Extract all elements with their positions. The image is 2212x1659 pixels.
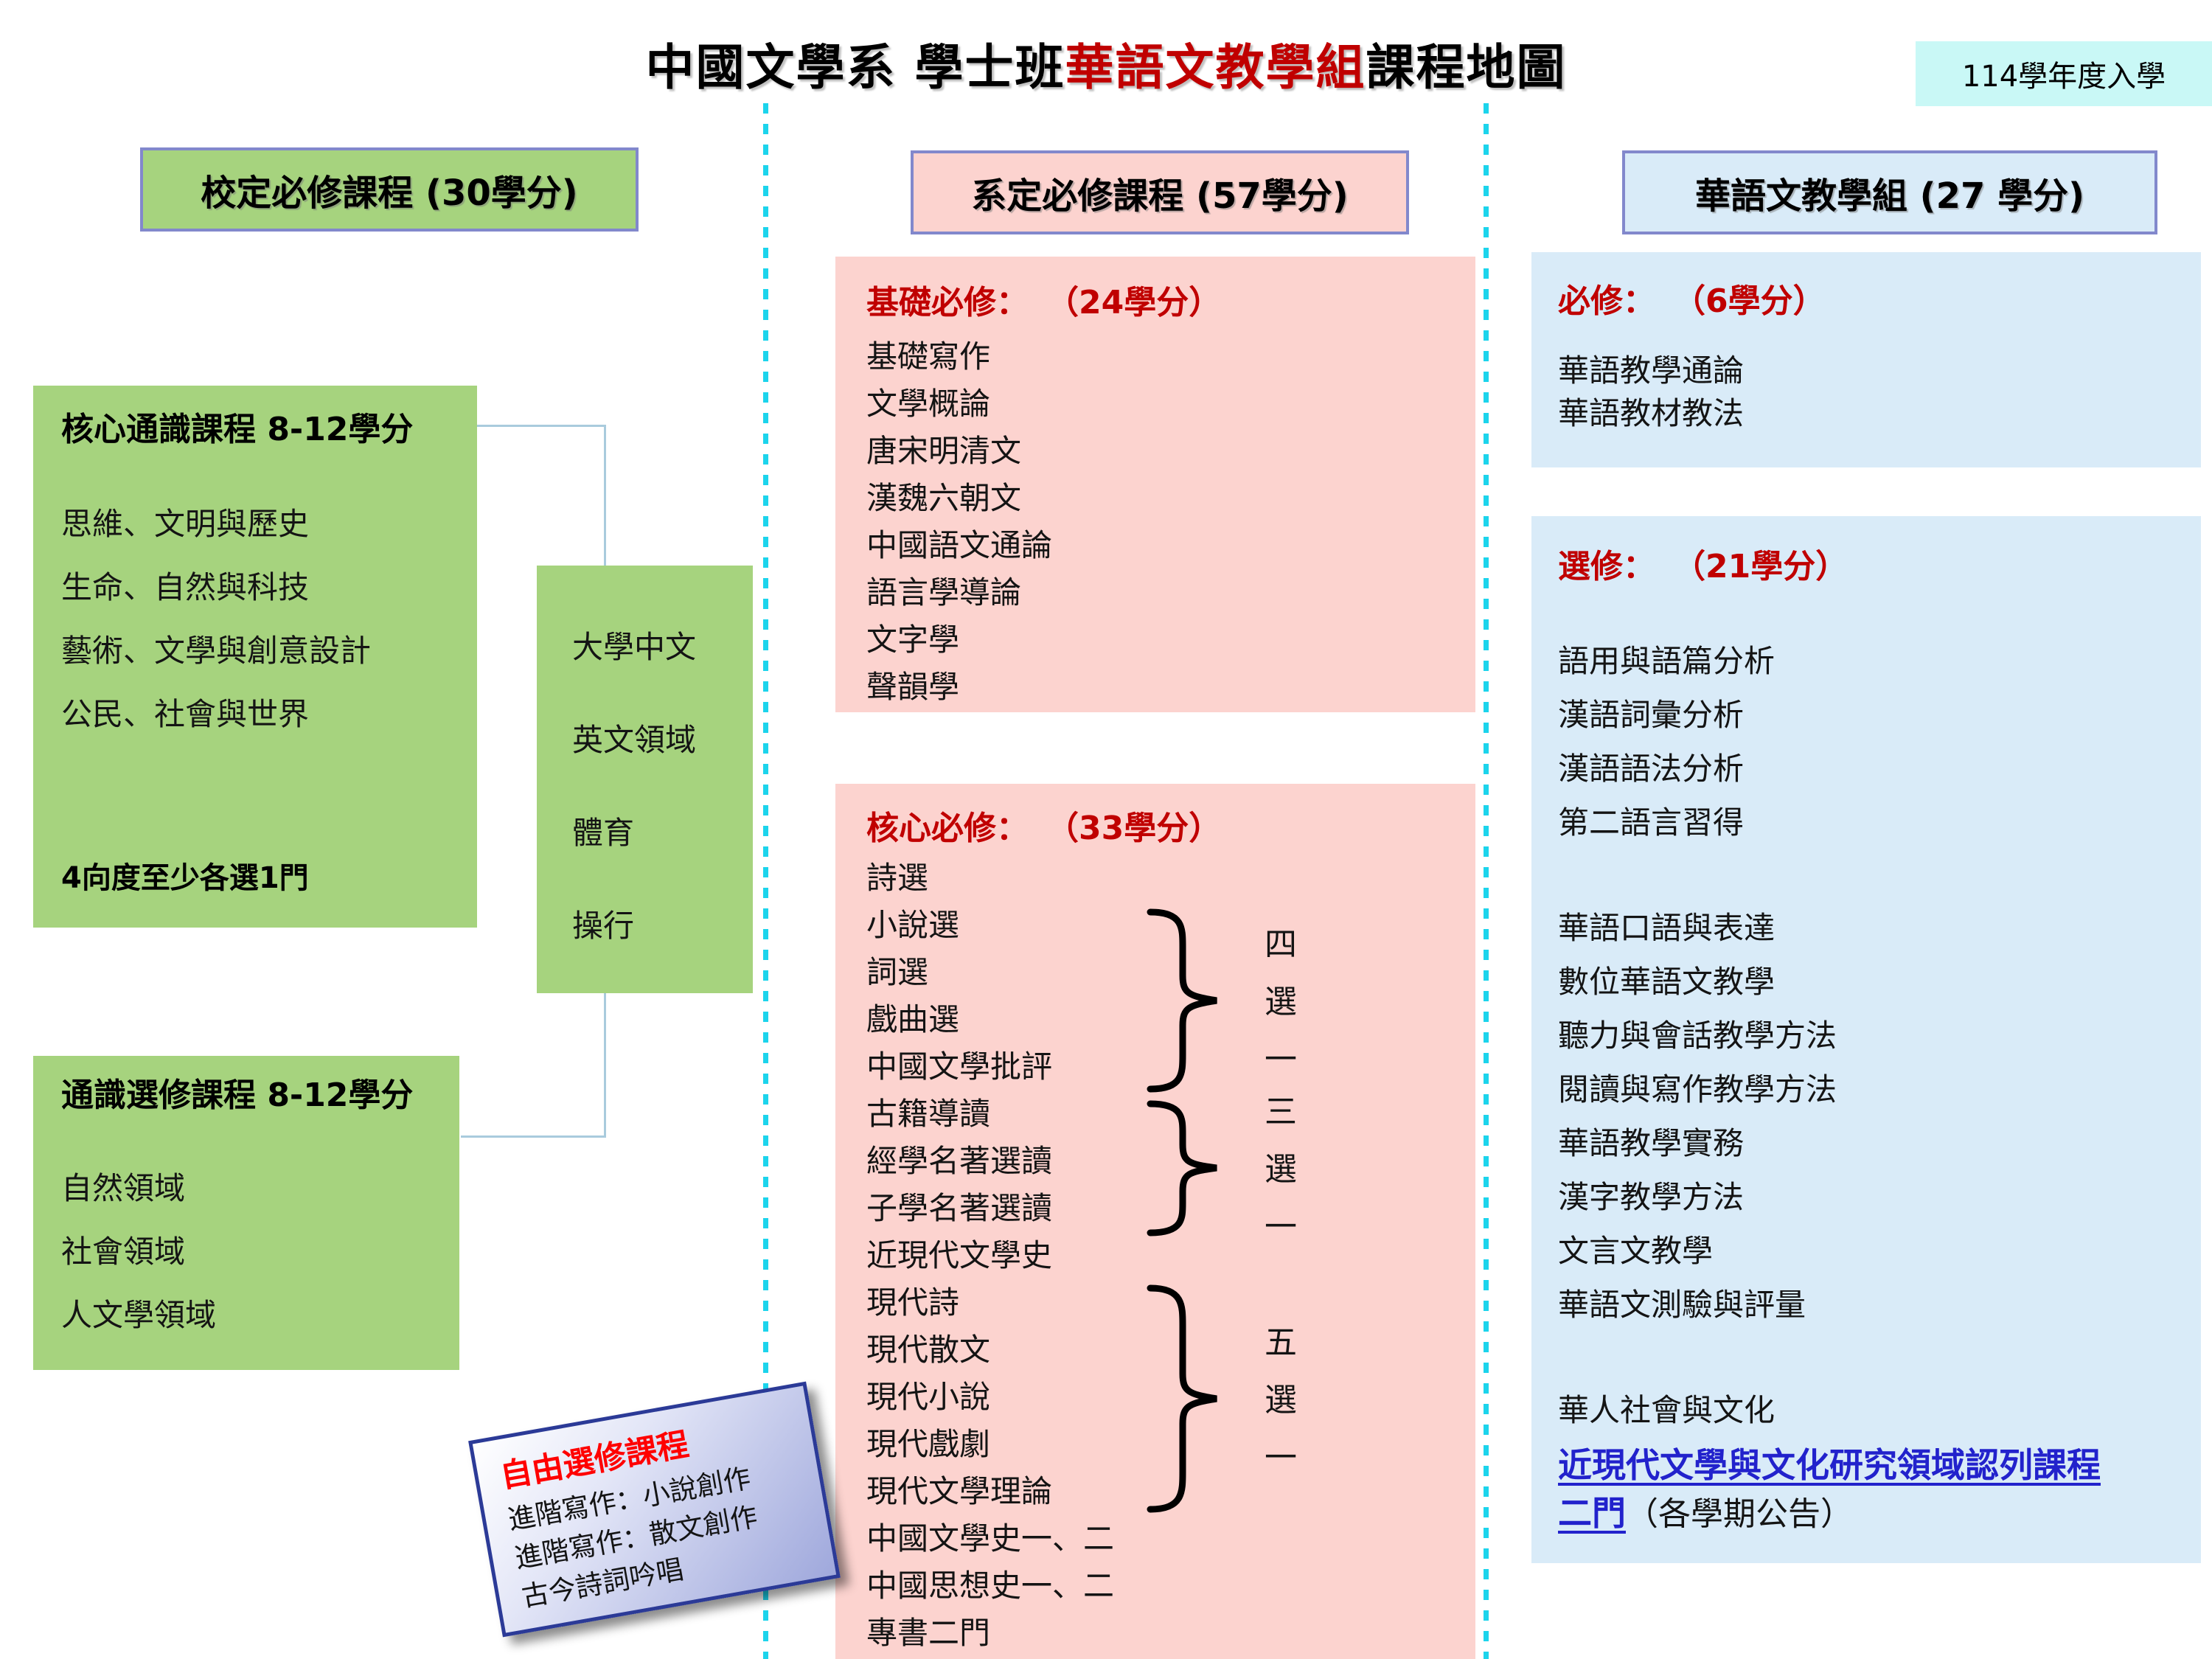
course-item: 子學名著選讀: [866, 1190, 1053, 1226]
brace-label: 四選一: [1259, 927, 1296, 1099]
column-divider-left: [763, 103, 768, 1659]
course-item: 藝術、文學與創意設計: [61, 633, 372, 669]
brace-choose-1-of-3: [1144, 1100, 1225, 1237]
course-item: 聲韻學: [866, 669, 960, 705]
course-item: 漢魏六朝文: [866, 480, 1022, 516]
course-item: 第二語言習得: [1558, 804, 1745, 841]
box-title-credits: （24學分）: [1062, 284, 1222, 321]
entry-year-badge: 114學年度入學: [1916, 41, 2212, 106]
box-core-general-education: 核心通識課程 8-12學分 思維、文明與歷史 生命、自然與科技 藝術、文學與創意…: [33, 386, 477, 928]
course-item: 近現代文學史: [866, 1237, 1053, 1273]
box-title-text: 核心必修：: [866, 810, 1029, 847]
course-item: 中國思想史一、二: [866, 1568, 1115, 1604]
box-title: 必修： （6學分）: [1558, 274, 2186, 321]
course-item: 小說選: [866, 907, 960, 943]
recognized-courses-note: （各學期公告）: [1626, 1495, 1853, 1534]
header-school-required: 校定必修課程 (30學分): [140, 147, 639, 232]
connector-line-bottom: [461, 1135, 606, 1138]
box-title-credits: （21學分）: [1689, 548, 1848, 585]
course-item: 公民、社會與世界: [61, 696, 310, 732]
box-title-text: 必修：: [1558, 282, 1655, 320]
course-item: 華人社會與文化: [1558, 1392, 1775, 1428]
course-item: 現代小說: [866, 1379, 991, 1415]
course-item: 華語教學實務: [1558, 1125, 1745, 1161]
box-title: 通識選修課程 8-12學分: [61, 1077, 414, 1114]
box-basic-required: 基礎必修： （24學分） 基礎寫作 文學概論 唐宋明清文 漢魏六朝文 中國語文通論…: [835, 257, 1475, 712]
course-item: 華語教學通論: [1558, 352, 1745, 389]
brace-label: 三選一: [1259, 1094, 1296, 1267]
selection-note: 4向度至少各選1門: [61, 861, 309, 895]
course-item: 人文學領域: [61, 1297, 217, 1333]
box-track-elective: 選修： （21學分） 語用與語篇分析 漢語詞彙分析 漢語語法分析 第二語言習得 華…: [1531, 516, 2201, 1563]
course-item: 詩選: [866, 860, 929, 896]
course-item: 生命、自然與科技: [61, 569, 310, 605]
box-general-elective: 通識選修課程 8-12學分 自然領域 社會領域 人文學領域: [33, 1056, 459, 1370]
title-prefix: 中國文學系 學士班: [645, 39, 1065, 96]
column-divider-right: [1484, 103, 1489, 1659]
header-chinese-teaching-track: 華語文教學組 (27 學分): [1622, 150, 2157, 234]
box-title-text: 基礎必修：: [866, 284, 1029, 321]
course-item: 中國文學批評: [866, 1048, 1053, 1085]
course-item: 現代散文: [866, 1332, 991, 1368]
box-title-credits: （33學分）: [1062, 810, 1222, 847]
brace-choose-1-of-5: [1144, 1284, 1225, 1513]
connector-line-top: [477, 425, 606, 427]
course-item: 操行: [572, 908, 635, 944]
course-item: 閱讀與寫作教學方法: [1558, 1071, 1837, 1107]
course-item: 英文領域: [572, 722, 697, 758]
box-title: 選修： （21學分）: [1558, 540, 2186, 587]
course-item: 文言文教學: [1558, 1233, 1714, 1269]
course-item: 漢語詞彙分析: [1558, 697, 1745, 733]
course-item: 專書二門: [866, 1615, 991, 1651]
box-free-elective-note: 自由選修課程 進階寫作：小說創作 進階寫作：散文創作 古今詩詞吟唱: [468, 1381, 841, 1638]
title-suffix: 課程地圖: [1366, 39, 1567, 96]
course-item: 聽力與會話教學方法: [1558, 1018, 1837, 1054]
course-item: 文字學: [866, 622, 960, 658]
title-highlight: 華語文教學組: [1065, 39, 1366, 96]
box-title: 基礎必修： （24學分）: [866, 276, 1461, 323]
course-item: 戲曲選: [866, 1001, 960, 1037]
course-item: 思維、文明與歷史: [61, 506, 310, 542]
course-item: 中國語文通論: [866, 527, 1053, 563]
course-item: 語用與語篇分析: [1558, 643, 1775, 679]
box-core-required: 核心必修： （33學分） 詩選 小說選 詞選 戲曲選 中國文學批評 古籍導讀 經學…: [835, 784, 1475, 1659]
course-item: 文學概論: [866, 386, 991, 422]
course-item: 經學名著選讀: [866, 1143, 1053, 1179]
course-item: 現代文學理論: [866, 1473, 1053, 1509]
course-item: 數位華語文教學: [1558, 964, 1775, 1000]
course-item: 漢語語法分析: [1558, 751, 1745, 787]
box-university-common: 大學中文 英文領域 體育 操行: [537, 566, 753, 993]
recognized-courses-text: 近現代文學與文化研究領域認列課程二門: [1558, 1445, 2101, 1534]
course-item: 社會領域: [61, 1234, 186, 1270]
course-item: 基礎寫作: [866, 338, 991, 375]
course-item: 華語文測驗與評量: [1558, 1287, 1806, 1323]
box-title: 核心必修： （33學分）: [866, 801, 1461, 849]
course-item: 體育: [572, 815, 635, 851]
box-title: 核心通識課程 8-12學分: [61, 411, 414, 448]
course-item: 唐宋明清文: [866, 433, 1022, 469]
brace-label: 五選一: [1259, 1325, 1296, 1498]
header-department-required: 系定必修課程 (57學分): [911, 150, 1409, 234]
course-item: 大學中文: [572, 629, 697, 665]
page-title: 中國文學系 學士班華語文教學組課程地圖: [0, 28, 2212, 99]
course-item: 自然領域: [61, 1170, 186, 1206]
course-item: 現代詩: [866, 1284, 960, 1321]
course-item: 中國文學史一、二: [866, 1520, 1115, 1557]
course-item: 華語教材教法: [1558, 395, 1745, 431]
course-item: 華語口語與表達: [1558, 910, 1775, 946]
course-item: 現代戲劇: [866, 1426, 991, 1462]
course-item: 語言學導論: [866, 574, 1022, 611]
special-recognized-courses: 近現代文學與文化研究領域認列課程二門（各學期公告）: [1558, 1441, 2118, 1538]
box-title-credits: （6學分）: [1689, 282, 1826, 320]
course-item: 古籍導讀: [866, 1096, 991, 1132]
box-title-text: 選修：: [1558, 548, 1655, 585]
brace-choose-1-of-4: [1144, 908, 1225, 1093]
course-item: 詞選: [866, 954, 929, 990]
course-item: 漢字教學方法: [1558, 1179, 1745, 1215]
box-track-required: 必修： （6學分） 華語教學通論 華語教材教法: [1531, 252, 2201, 467]
